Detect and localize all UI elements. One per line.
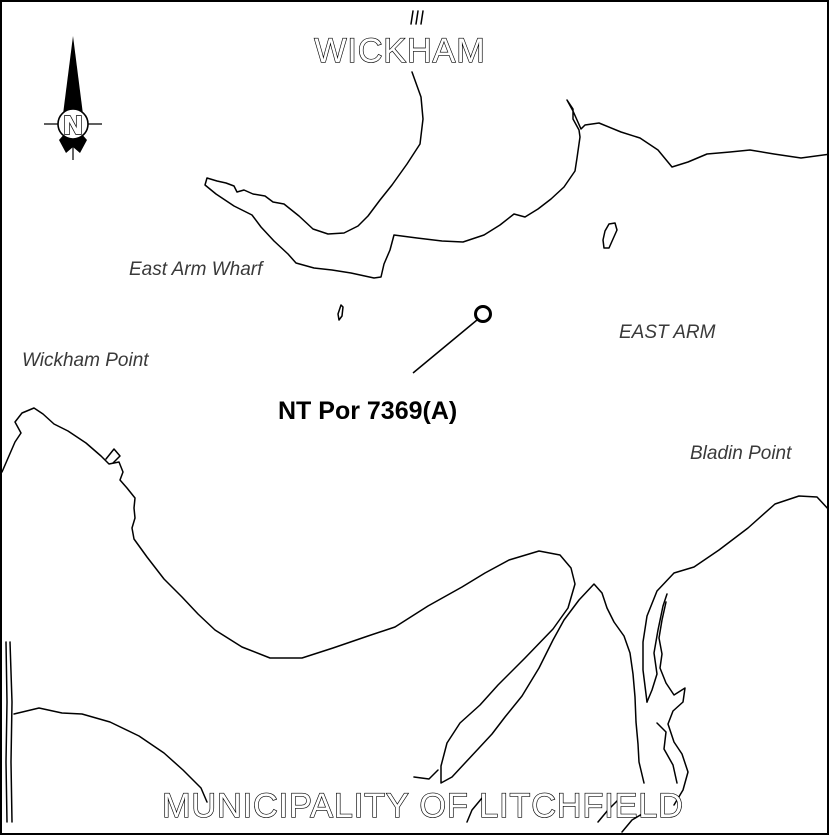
coastlines xyxy=(2,10,827,833)
coastline-litchfield xyxy=(2,407,827,784)
region-label-litchfield: MUNICIPALITY OF LITCHFIELD xyxy=(162,787,684,825)
parcel-label: NT Por 7369(A) xyxy=(278,397,457,425)
parcel-marker xyxy=(412,305,492,374)
coastline-south xyxy=(13,707,439,803)
region-label-wickham: WICKHAM xyxy=(314,32,485,70)
creek-west xyxy=(105,448,121,464)
place-label-east-arm: EAST ARM xyxy=(619,322,716,343)
north-arrow-icon: N xyxy=(44,36,102,160)
place-label-bladin-point: Bladin Point xyxy=(690,443,792,464)
creek-east xyxy=(646,593,689,806)
place-label-east-arm-wharf: East Arm Wharf xyxy=(129,259,264,280)
islet-west xyxy=(337,304,344,321)
north-letter: N xyxy=(63,111,84,140)
coastline-north-stub xyxy=(410,10,424,25)
island-east xyxy=(602,222,618,249)
place-label-wickham-point: Wickham Point xyxy=(22,350,149,371)
coastline-east-arm-wharf xyxy=(204,71,827,279)
coastline-south-channel xyxy=(466,797,643,833)
coastline-left-edge xyxy=(5,641,13,823)
